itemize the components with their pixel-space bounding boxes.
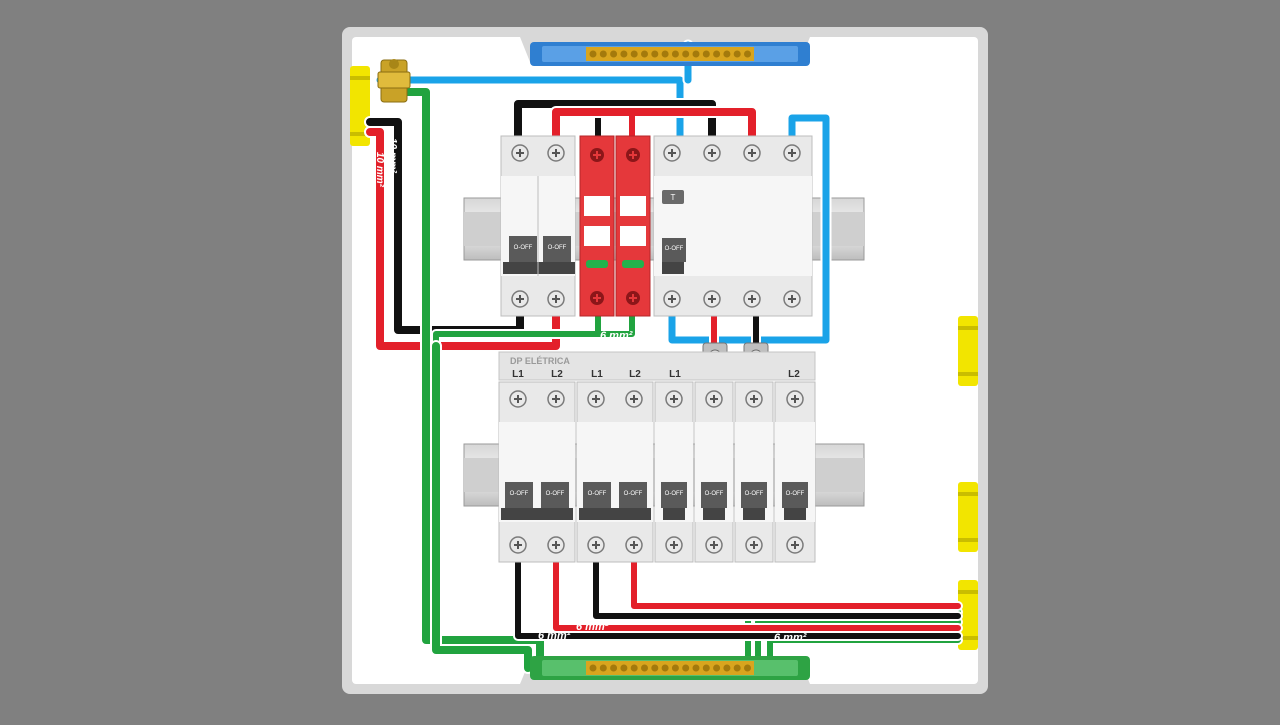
busbar-screw — [682, 50, 690, 58]
busbar-screw — [713, 50, 721, 58]
main-breaker-switch-label-1: O-OFF — [514, 245, 533, 251]
b4-switch-label: O-OFF — [705, 491, 724, 497]
busbar-screw — [589, 50, 597, 58]
grommet-right-top — [958, 316, 978, 386]
wire-label-out-black: 6 mm² — [538, 630, 571, 642]
busbar-screw — [744, 50, 751, 58]
busbar-screw — [713, 664, 721, 672]
phase-label-1: L1 — [512, 369, 524, 380]
busbar-screw — [733, 664, 741, 672]
busbar-screw — [630, 50, 638, 58]
busbar-screw — [671, 664, 679, 672]
wire-label-incoming-2: 10 mm² — [374, 152, 385, 188]
b1-switch-label-1: O-OFF — [510, 491, 529, 497]
phase-label-8: L2 — [788, 369, 800, 380]
busbar-screw — [620, 50, 628, 58]
busbar-screw — [661, 50, 669, 58]
busbar-screw — [599, 664, 607, 672]
surge-protector-1 — [579, 135, 615, 317]
busbar-screw — [651, 50, 659, 58]
busbar-screw — [610, 664, 618, 672]
wire-label-out-green: 6 mm² — [774, 632, 807, 644]
phase-label-3: L1 — [591, 369, 603, 380]
surge-protector-2 — [615, 135, 651, 317]
outgoing-wires — [513, 555, 963, 641]
branch-breaker-1p-2[interactable]: O-OFF — [694, 381, 734, 563]
main-breaker-switch-label-2: O-OFF — [548, 245, 567, 251]
brand-label: DP ELÉTRICA — [510, 356, 570, 366]
busbar-screw — [692, 50, 700, 58]
busbar-screw — [641, 664, 648, 672]
b2-switch-label-1: O-OFF — [588, 491, 607, 497]
b2-switch-label-2: O-OFF — [624, 491, 643, 497]
dr-test-label: T — [671, 193, 676, 202]
neutral-bar — [530, 42, 810, 66]
branch-breaker-1p-1[interactable]: O-OFF — [654, 381, 694, 563]
busbar-screw — [682, 664, 690, 672]
busbar-screw — [661, 664, 669, 672]
busbar-screw — [702, 50, 710, 58]
main-breaker[interactable]: O-OFF O-OFF — [500, 135, 576, 317]
wire-label-dps-ground: 6 mm² — [600, 330, 633, 342]
busbar-screw — [692, 664, 700, 672]
busbar-screw — [723, 50, 731, 58]
grommet-right-bottom — [958, 580, 978, 650]
grommet-right-middle — [958, 482, 978, 552]
branch-breaker-2p-1[interactable]: O-OFF O-OFF — [498, 381, 576, 563]
dr-switch-label: O-OFF — [665, 246, 684, 252]
busbar-screw — [702, 664, 710, 672]
busbar-screw — [733, 50, 741, 58]
busbar-screw — [630, 664, 638, 672]
b3-switch-label: O-OFF — [665, 491, 684, 497]
b6-switch-label: O-OFF — [786, 491, 805, 497]
breaker-label-strip: DP ELÉTRICA L1 L2 L1 L2 L1 L2 — [498, 351, 816, 381]
ground-bar — [530, 656, 810, 680]
busbar-screw — [651, 664, 659, 672]
dr-test-button[interactable] — [662, 190, 684, 204]
busbar-screw — [620, 664, 628, 672]
busbar-screw — [610, 50, 618, 58]
wire-label-out-red: 6 mm² — [576, 621, 609, 633]
busbar-screw — [723, 664, 731, 672]
busbar-screw — [744, 664, 751, 672]
branch-breaker-1p-3[interactable]: O-OFF — [734, 381, 774, 563]
phase-label-4: L2 — [629, 369, 641, 380]
busbar-screw — [671, 50, 679, 58]
b1-switch-label-2: O-OFF — [546, 491, 565, 497]
branch-breaker-2p-2[interactable]: O-OFF O-OFF — [576, 381, 654, 563]
phase-label-2: L2 — [551, 369, 563, 380]
incoming-connector — [377, 59, 411, 103]
phase-label-5: L1 — [669, 369, 681, 380]
wire-label-incoming-1: 10 mm² — [387, 138, 398, 174]
b5-switch-label: O-OFF — [745, 491, 764, 497]
busbar-screw — [599, 50, 607, 58]
residual-current-device[interactable]: T O-OFF — [653, 135, 813, 317]
grommet-left — [350, 66, 370, 146]
busbar-screw — [589, 664, 597, 672]
busbar-screw — [641, 50, 648, 58]
branch-breaker-1p-4[interactable]: O-OFF — [774, 381, 816, 563]
